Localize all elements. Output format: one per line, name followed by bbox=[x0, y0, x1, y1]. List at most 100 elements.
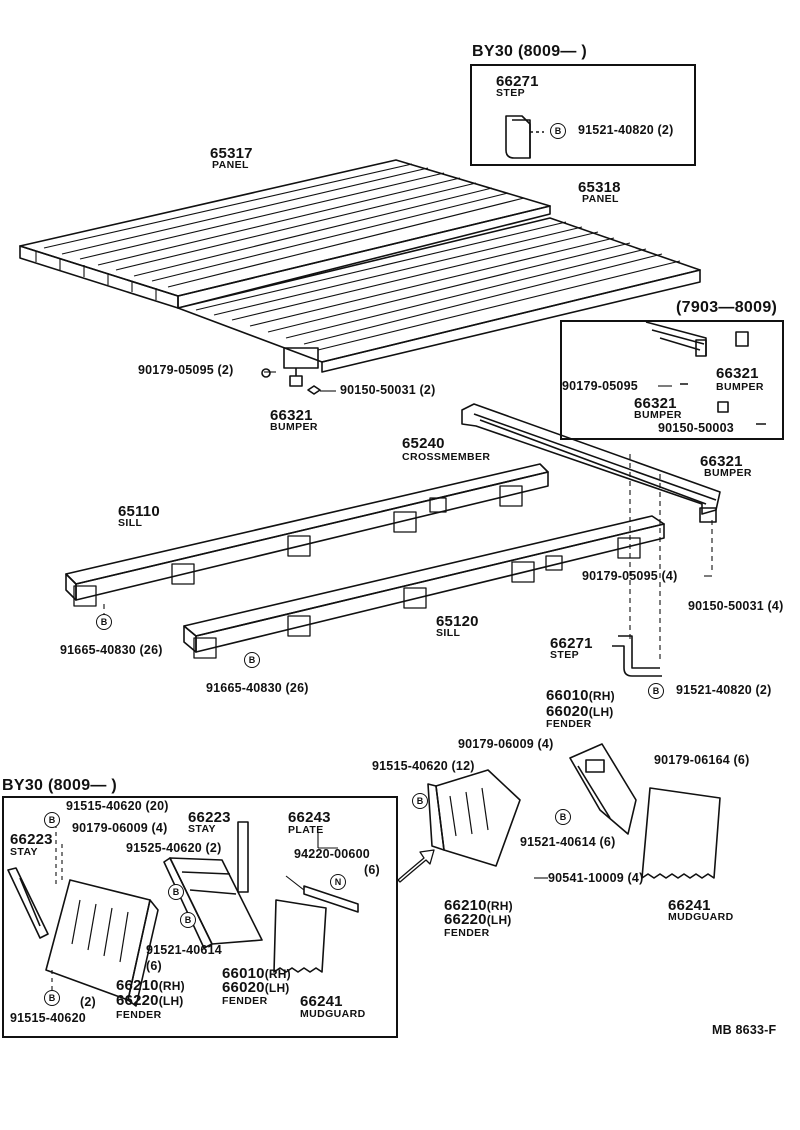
bolt-label-94220-00600: 94220-00600 bbox=[294, 847, 370, 861]
part-number-66243: 66243 bbox=[288, 809, 331, 826]
bolt-marker-top: B bbox=[550, 123, 566, 139]
bolt-label-90179-06164: 90179-06164 (6) bbox=[654, 753, 750, 767]
panel-65318-drawing bbox=[177, 217, 701, 395]
inset-heading-bumper: (7903—8009) bbox=[676, 299, 778, 316]
part-name-65318: PANEL bbox=[582, 193, 619, 205]
inset-heading-top-step: BY30 (8009— ) bbox=[472, 43, 588, 60]
bolt-label-90179-05095-a: 90179-05095 (2) bbox=[138, 363, 234, 377]
mudguard-66241-drawing bbox=[641, 787, 721, 879]
part-name-66223-left: STAY bbox=[10, 846, 38, 858]
bolt-label-90179-05095-c: 90179-05095 (4) bbox=[582, 569, 678, 583]
part-name-65317: PANEL bbox=[212, 159, 249, 171]
bolt-label-90150-50031-b: 90150-50031 (4) bbox=[688, 599, 784, 613]
bolt-marker-sill-left: B bbox=[96, 614, 112, 630]
bolt-marker-fender-right: B bbox=[555, 809, 571, 825]
part-name-66241-bottom: MUDGUARD bbox=[300, 1008, 366, 1020]
bolt-label-90179-06009-right: 90179-06009 (4) bbox=[458, 737, 554, 751]
step-66271-drawing bbox=[505, 115, 544, 159]
fender-bottom-left-drawing bbox=[45, 879, 159, 1007]
part-number-66020-right: 66020(LH) bbox=[546, 703, 614, 720]
crossmember-65240-drawing bbox=[461, 403, 721, 523]
fender-bottom-mid-drawing bbox=[163, 857, 263, 949]
bolt-label-91515-40620-bottom-a: 91515-40620 (20) bbox=[66, 799, 169, 813]
part-number-66271-mid: 66271 bbox=[550, 635, 593, 652]
bolt-label-91521-40614-bottom-qty: (6) bbox=[146, 959, 162, 973]
part-name-66271-top: STEP bbox=[496, 87, 526, 99]
bolt-label-91515-40620-right: 91515-40620 (12) bbox=[372, 759, 475, 773]
sill-65110-drawing bbox=[65, 463, 549, 607]
part-name-66321-a: BUMPER bbox=[270, 421, 318, 433]
part-number-66321-d: 66321 bbox=[700, 453, 743, 470]
part-number-65240: 65240 bbox=[402, 435, 445, 452]
part-name-65110: SILL bbox=[118, 517, 143, 529]
bolt-label-91665-40830-b: 91665-40830 (26) bbox=[206, 681, 309, 695]
bolt-label-94220-00600-qty: (6) bbox=[364, 863, 380, 877]
step-66271-mid-drawing bbox=[612, 635, 662, 677]
part-name-66223-mid: STAY bbox=[188, 823, 216, 835]
bolt-label-91521-40820-top: 91521-40820 (2) bbox=[578, 123, 674, 137]
part-name-66243: PLATE bbox=[288, 824, 324, 836]
bolt-label-91521-40820-mid: 91521-40820 (2) bbox=[676, 683, 772, 697]
part-number-65120: 65120 bbox=[436, 613, 479, 630]
part-name-65120: SILL bbox=[436, 627, 461, 639]
bolt-marker-bottom-top: B bbox=[44, 812, 60, 828]
part-number-66223-mid: 66223 bbox=[188, 809, 231, 826]
part-name-fender-right: FENDER bbox=[546, 718, 592, 730]
sill-65120-drawing bbox=[183, 515, 665, 659]
part-name-66321-c: BUMPER bbox=[634, 409, 682, 421]
bumper-inset-drawing bbox=[645, 321, 766, 425]
part-number-66220-mid: 66220(LH) bbox=[444, 911, 512, 928]
inset-heading-bottom-fender: BY30 (8009— ) bbox=[2, 777, 118, 794]
part-number-66020-bottom: 66020(LH) bbox=[222, 979, 290, 996]
bolt-label-91525-40620: 91525-40620 (2) bbox=[126, 841, 222, 855]
bolt-marker-bottom-mid-a: B bbox=[168, 884, 184, 900]
bolt-label-90541-10009: 90541-10009 (4) bbox=[548, 871, 644, 885]
part-number-66010-right: 66010(RH) bbox=[546, 687, 615, 704]
part-number-66271-top: 66271 bbox=[496, 73, 539, 90]
stay-66223-left-drawing bbox=[7, 867, 49, 939]
diagram-code: MB 8633-F bbox=[712, 1023, 777, 1037]
part-number-66223-left: 66223 bbox=[10, 831, 53, 848]
part-number-66220-bottom: 66220(LH) bbox=[116, 992, 184, 1009]
fender-66010-drawing bbox=[569, 743, 637, 835]
mudguard-bottom-drawing bbox=[273, 899, 327, 973]
part-name-66321-b: BUMPER bbox=[716, 381, 764, 393]
part-name-66241-right: MUDGUARD bbox=[668, 911, 734, 923]
part-name-fender-bottom-left: FENDER bbox=[116, 1009, 162, 1021]
part-number-65318: 65318 bbox=[578, 179, 621, 196]
part-number-66321-b: 66321 bbox=[716, 365, 759, 382]
stay-66223-mid-drawing bbox=[237, 821, 249, 893]
part-number-66241-right: 66241 bbox=[668, 897, 711, 914]
part-name-fender-mid: FENDER bbox=[444, 927, 490, 939]
inset-box-bumper bbox=[560, 320, 784, 440]
bolt-label-90150-50031-a: 90150-50031 (2) bbox=[340, 383, 436, 397]
part-number-66210-mid: 66210(RH) bbox=[444, 897, 513, 914]
part-number-66010-bottom: 66010(RH) bbox=[222, 965, 291, 982]
bolt-label-91521-40614-right: 91521-40614 (6) bbox=[520, 835, 616, 849]
part-number-66241-bottom: 66241 bbox=[300, 993, 343, 1010]
fender-66210-drawing bbox=[427, 769, 521, 867]
plate-66243-drawing bbox=[303, 885, 359, 913]
bolt-label-90150-50003: 90150-50003 bbox=[658, 421, 734, 435]
bolt-label-91515-40620-bottom-qty: (2) bbox=[80, 995, 96, 1009]
inset-box-bottom-fender bbox=[2, 796, 398, 1038]
bolt-marker-bottom-mid-b: B bbox=[180, 912, 196, 928]
part-name-66271-mid: STEP bbox=[550, 649, 580, 661]
part-name-66321-d: BUMPER bbox=[704, 467, 752, 479]
part-number-66321-a: 66321 bbox=[270, 407, 313, 424]
bolt-label-91521-40614-bottom: 91521-40614 bbox=[146, 943, 222, 957]
inset-box-top-step bbox=[470, 64, 696, 166]
part-number-65110: 65110 bbox=[118, 503, 160, 520]
bolt-marker-sill-right: B bbox=[244, 652, 260, 668]
part-number-66210-bottom: 66210(RH) bbox=[116, 977, 185, 994]
bolt-marker-bottom-left: B bbox=[44, 990, 60, 1006]
nut-marker-plate: N bbox=[330, 874, 346, 890]
bolt-marker-step-mid: B bbox=[648, 683, 664, 699]
panel-65317-drawing bbox=[19, 159, 551, 309]
bolt-label-91515-40620-bottom-b: 91515-40620 bbox=[10, 1011, 86, 1025]
part-name-fender-bottom-mid: FENDER bbox=[222, 995, 268, 1007]
part-number-66321-c: 66321 bbox=[634, 395, 677, 412]
part-name-65240: CROSSMEMBER bbox=[402, 451, 491, 463]
bolt-marker-fender-mid: B bbox=[412, 793, 428, 809]
